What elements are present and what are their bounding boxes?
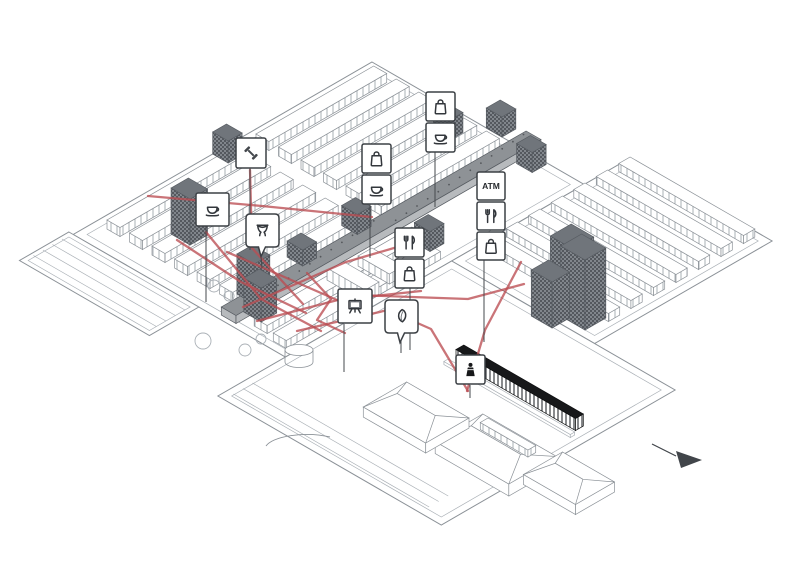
brick-rooftop-cube-roof: [286, 232, 318, 251]
terrace-row-roof: [595, 169, 734, 249]
street-figure-dot: [341, 241, 343, 244]
terrace-row-roof: [255, 65, 388, 142]
callout-event-screen: [337, 288, 373, 324]
desire-line: [146, 194, 374, 219]
terrace-row-roof: [367, 130, 501, 207]
callout-retail-row-west: [361, 143, 392, 205]
west-strip-line: [61, 238, 186, 311]
stage-pin: [245, 213, 280, 259]
stage-leader-line: [260, 255, 263, 269]
west-strip-line: [52, 244, 176, 316]
callout-fitness: [235, 137, 267, 169]
brick-rooftop-cube-roof: [413, 214, 445, 232]
atm-dining-retail-frame: [476, 201, 506, 231]
west-strip-plate-inner: [27, 236, 191, 331]
street-figure-dot: [330, 248, 333, 251]
brick-rooftop-cube-roof: [485, 99, 517, 118]
callout-cafe-west: [195, 192, 230, 227]
retail-row-west-frame: [361, 174, 392, 205]
street-figure-dot: [298, 270, 301, 272]
street-figure-dot: [405, 212, 408, 215]
terrace-row-roof: [618, 156, 756, 236]
street-figure-dot: [458, 176, 461, 179]
street-figure-dot: [426, 197, 429, 200]
dining-retail-central-frame: [394, 227, 425, 258]
event-screen-frame: [337, 288, 373, 324]
entrance-arrow-icon: [651, 443, 677, 457]
west-strip-plate: [18, 231, 200, 337]
desire-lines-layer: [146, 168, 526, 393]
yard-apron-line: [233, 393, 430, 508]
brick-tower-roof: [243, 268, 278, 289]
brick-tower-roof: [530, 259, 571, 283]
street-figure-dot: [522, 133, 525, 136]
south-yard-layer: [194, 279, 702, 516]
callouts-layer: [195, 91, 506, 385]
entrance-arrow-icon: [676, 451, 702, 468]
terrace-row-roof: [277, 78, 410, 155]
callout-speaker-point: [455, 354, 486, 385]
cafe-west-frame: [195, 192, 230, 227]
tree: [255, 333, 267, 345]
callout-retail-row-north: [425, 91, 456, 153]
street-figure-dot: [512, 140, 514, 143]
terrace-row-roof: [173, 184, 317, 267]
yard-apron-line: [252, 382, 449, 497]
street-figure-dot: [416, 205, 418, 207]
callout-atm-dining-retail: [476, 171, 506, 261]
retail-row-north-frame: [425, 91, 456, 122]
atm-icon: [482, 181, 500, 192]
street-figure-dot: [309, 263, 311, 265]
high-street-spine-roof: [220, 130, 542, 316]
atm-dining-retail-frame: [476, 231, 506, 261]
street-figure-dot: [448, 183, 450, 186]
street-figure-dot: [319, 255, 322, 258]
street-figure-dot: [469, 169, 472, 172]
west-strip-line: [42, 249, 167, 322]
brick-tower-roof: [560, 233, 607, 261]
terrace-row-roof: [573, 182, 711, 262]
street-figure-dot: [394, 219, 397, 222]
retail-row-north-frame: [425, 122, 456, 153]
callout-green-space: [384, 299, 419, 345]
tree: [207, 279, 221, 293]
west-strip-line: [33, 255, 157, 327]
brick-tower: [584, 247, 607, 331]
tree: [238, 343, 252, 357]
street-figure-dot: [437, 190, 440, 193]
dining-retail-central-frame: [394, 258, 425, 289]
desire-line: [248, 168, 305, 306]
desire-line: [305, 271, 347, 335]
terrace-row-roof: [550, 195, 688, 275]
yard-shed-roof: [522, 462, 584, 506]
brick-rooftop-cube-roof: [515, 135, 547, 153]
street-figure-dot: [277, 284, 279, 287]
street-figure-dot: [480, 162, 482, 165]
desire-line: [255, 282, 526, 323]
desire-line: [175, 238, 308, 315]
street-figure-dot: [490, 155, 493, 157]
yard-shed-roof: [362, 393, 436, 444]
yard-gate-row-roof: [479, 417, 537, 451]
callout-dining-retail-central: [394, 227, 425, 289]
platform-canopy-roof: [455, 344, 585, 419]
brick-rooftop-cube-roof: [212, 123, 243, 142]
cylinder-pavilion: [284, 344, 314, 356]
curved-pavilion: [265, 434, 331, 447]
tree: [223, 290, 235, 302]
tree: [194, 332, 212, 350]
speaker-point-frame: [455, 354, 486, 385]
callout-stage: [245, 213, 280, 259]
street-figure-dot: [501, 147, 504, 150]
retail-row-west-frame: [361, 143, 392, 174]
street-figure-dot: [351, 234, 354, 237]
street-figure-dot: [372, 220, 375, 222]
desire-line: [241, 241, 413, 309]
cylinder-pavilion: [284, 350, 314, 368]
yard-apron-line: [242, 388, 439, 502]
